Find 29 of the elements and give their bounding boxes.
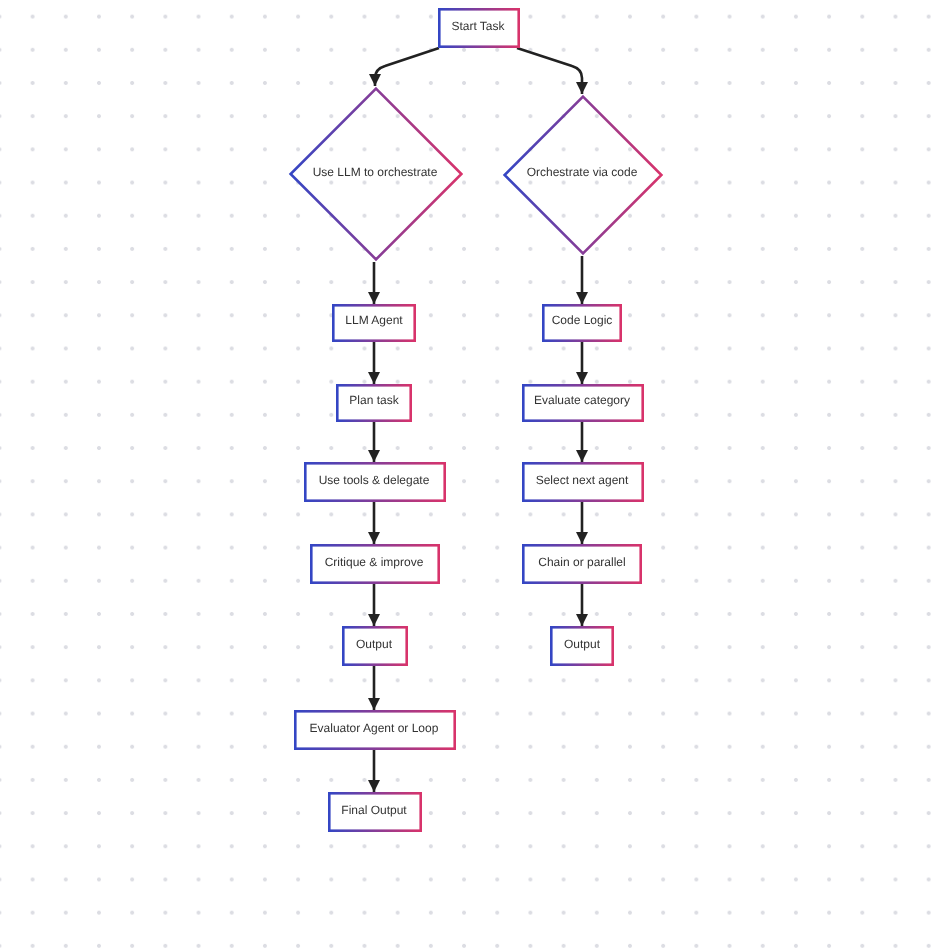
arrow — [368, 584, 380, 626]
arrow — [368, 422, 380, 462]
arrow — [368, 342, 380, 384]
process-box — [522, 544, 642, 584]
process-box — [521, 384, 643, 422]
process-box — [309, 544, 439, 584]
arrow — [576, 256, 588, 304]
arrow — [368, 262, 380, 304]
arrow — [516, 46, 588, 94]
arrow — [576, 422, 588, 462]
process-box — [336, 384, 412, 422]
process-box — [341, 626, 407, 666]
arrow — [368, 666, 380, 710]
process-box — [521, 462, 643, 502]
arrow — [576, 502, 588, 544]
process-box — [437, 8, 519, 48]
decision-diamond — [287, 86, 463, 262]
process-box — [293, 710, 455, 750]
arrow — [576, 342, 588, 384]
process-box — [542, 304, 622, 342]
arrow — [368, 502, 380, 544]
process-box — [303, 462, 445, 502]
process-box — [550, 626, 614, 666]
process-box — [332, 304, 416, 342]
process-box — [327, 792, 421, 832]
arrow — [576, 584, 588, 626]
decision-diamond — [501, 94, 663, 256]
arrow — [369, 46, 440, 86]
arrow — [368, 750, 380, 792]
